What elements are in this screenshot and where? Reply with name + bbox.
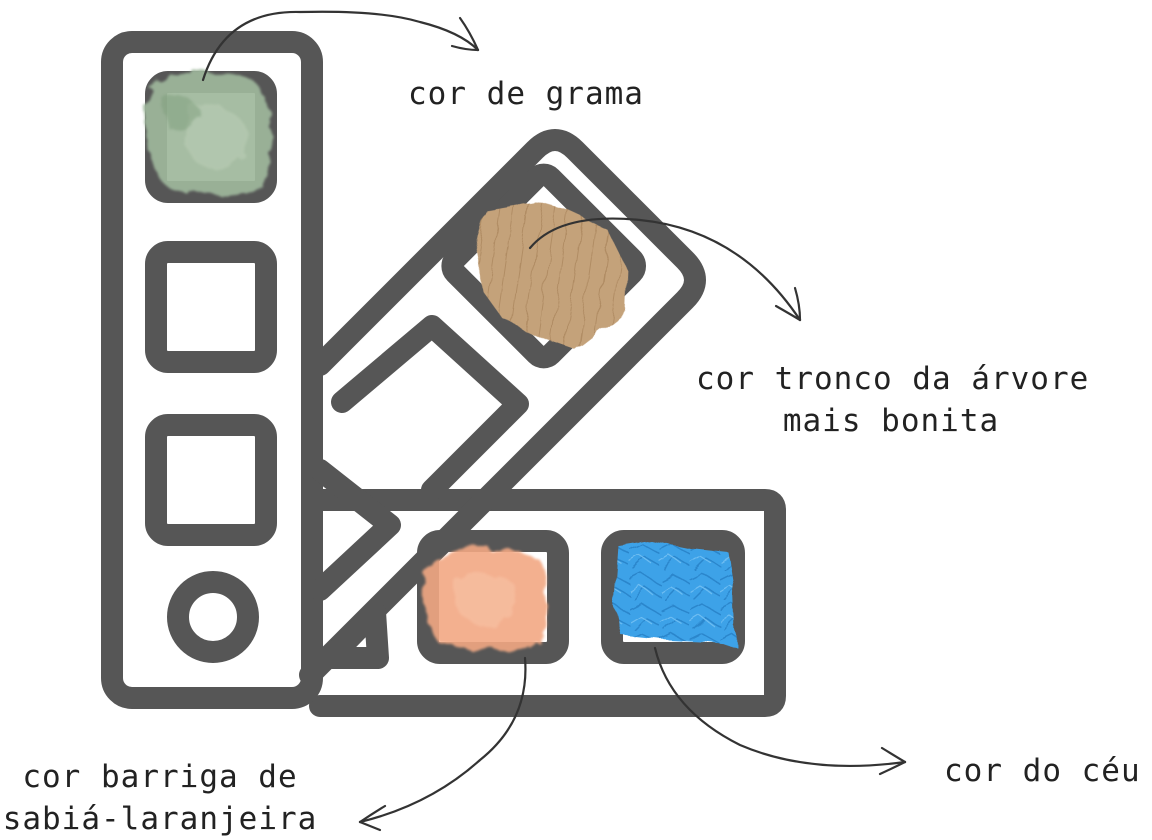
- empty-cell-2: [145, 414, 277, 546]
- label-belly: cor barriga de sabiá-laranjeira: [0, 756, 320, 840]
- sky-swatch: [614, 540, 736, 646]
- label-trunk-line-1: cor tronco da árvore: [696, 361, 1090, 397]
- arrow-trunk: [528, 217, 802, 322]
- trunk-swatch: [475, 201, 628, 350]
- arrow-icon: [201, 10, 907, 832]
- horizontal-strip: [309, 489, 786, 717]
- empty-cell-1: [145, 241, 277, 373]
- hole-circle: [167, 571, 259, 663]
- arrow-sky: [653, 646, 907, 776]
- grass-swatch: [145, 71, 271, 195]
- strip-corner: [319, 601, 389, 669]
- label-trunk: cor tronco da árvore mais bonita: [696, 358, 1090, 442]
- strip-tip-triangle: [309, 459, 401, 601]
- label-grass: cor de grama: [408, 76, 644, 112]
- label-belly-line-2: sabiá-laranjeira: [2, 801, 318, 837]
- diagonal-strip: [299, 129, 706, 686]
- vertical-strip: [101, 31, 323, 709]
- arrow-belly: [358, 656, 527, 832]
- label-belly-line-1: cor barriga de: [22, 759, 298, 795]
- label-sky: cor do céu: [944, 753, 1141, 789]
- arrow-grass: [201, 10, 480, 82]
- label-trunk-line-2: mais bonita: [782, 403, 1000, 439]
- empty-diamond-cell: [331, 315, 529, 501]
- belly-swatch: [423, 547, 549, 651]
